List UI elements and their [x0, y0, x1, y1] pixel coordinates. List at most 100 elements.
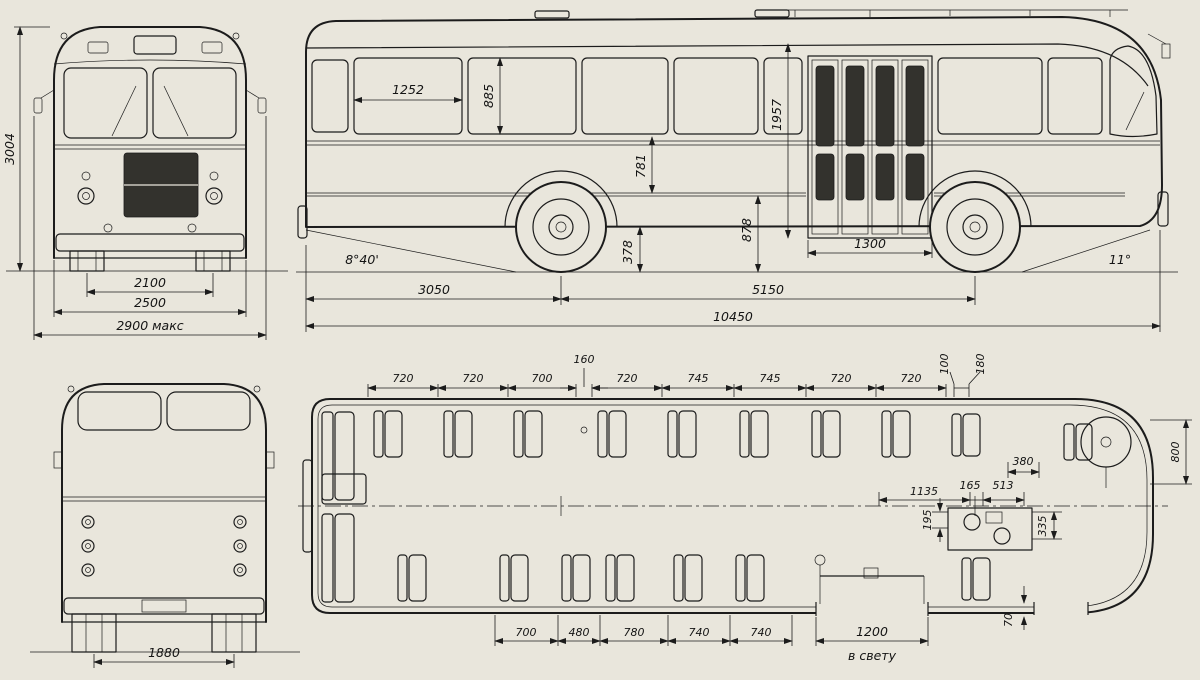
dim-door-height: 1957	[769, 99, 784, 131]
seat	[951, 413, 981, 457]
wiper-left	[111, 85, 137, 137]
dim-clearance: 378	[620, 240, 635, 264]
dim-pitch-9: 720	[901, 372, 922, 385]
side-marker-left	[53, 451, 63, 469]
dim-bpitch-5: 740	[751, 626, 772, 639]
rear-wheel-right	[211, 613, 257, 653]
side-wheel-rear	[918, 170, 1032, 273]
dim-pitch-7: 745	[760, 372, 781, 385]
seat	[597, 410, 627, 458]
driver-seat	[1063, 423, 1093, 461]
rear-body-outline	[61, 383, 267, 623]
front-ramp-angle-line	[1021, 229, 1151, 273]
dim-bpitch-2: 480	[569, 626, 590, 639]
door-mechanism	[814, 554, 925, 604]
dim-window-width: 1252	[392, 82, 424, 97]
rear-window-right	[166, 391, 251, 431]
side-windshield	[1109, 45, 1158, 138]
dim-wheelbase: 5150	[752, 282, 784, 297]
mirror-right	[257, 97, 267, 114]
dim-floor-height: 878	[739, 218, 754, 242]
seat	[373, 410, 403, 458]
dim-pitch-3: 700	[532, 372, 553, 385]
dim-pitch-4: 160	[574, 353, 595, 366]
dim-bpitch-1: 700	[516, 626, 537, 639]
front-view-dimensions: 3004 2100 2500 2900 макс	[2, 26, 267, 340]
dim-70: 70	[1002, 613, 1015, 627]
seat	[513, 410, 543, 458]
rear-bench	[321, 411, 367, 603]
headlight-left	[77, 187, 95, 205]
dim-335: 335	[1036, 516, 1049, 537]
headlight-right	[205, 187, 223, 205]
front-view: 3004 2100 2500 2900 макс	[2, 26, 288, 340]
dim-380: 380	[1013, 455, 1034, 468]
plan-body-outline	[311, 398, 1154, 614]
dim-195: 195	[921, 510, 934, 531]
dim-rear-track: 1880	[148, 645, 180, 660]
dim-rear-section: 3050	[418, 282, 450, 297]
heater-unit	[947, 507, 1033, 551]
plan-view-drawing	[298, 398, 1168, 616]
dim-800: 800	[1169, 442, 1182, 463]
seat-row-bottom	[397, 554, 991, 602]
dim-door-note: в свету	[848, 648, 897, 663]
dim-front-angle: 11°	[1109, 252, 1131, 267]
seat	[811, 410, 841, 458]
rear-wheel-left	[71, 613, 117, 653]
dim-1135: 1135	[910, 485, 938, 498]
rear-view: 1880	[30, 383, 300, 668]
wiper-right	[163, 85, 189, 137]
dim-pitch-6: 745	[688, 372, 709, 385]
side-wheel-front	[504, 170, 618, 273]
dim-pitch-8: 720	[831, 372, 852, 385]
dim-pitch-5: 720	[617, 372, 638, 385]
seat	[881, 410, 911, 458]
front-body-outline	[53, 26, 247, 259]
plan-view-dimensions: 720 720 700 160 720 745 745 720 720 100 …	[367, 353, 1192, 663]
windshield-left	[63, 67, 148, 139]
dim-window-height: 885	[481, 84, 496, 108]
dim-front-max-width: 2900 макс	[116, 318, 183, 333]
seat-row-top	[373, 410, 981, 458]
dim-100: 100	[938, 354, 951, 375]
seat	[673, 554, 703, 602]
seat	[667, 410, 697, 458]
seat	[499, 554, 529, 602]
rear-view-drawing	[30, 383, 300, 653]
seat	[739, 410, 769, 458]
dim-pitch-1: 720	[393, 372, 414, 385]
dim-front-body-width: 2500	[134, 295, 166, 310]
dim-bpitch-3: 780	[624, 626, 645, 639]
side-view: 1252 885 1957 781 878 378 1300 8°40' 11°…	[296, 9, 1178, 332]
dim-door-width: 1300	[854, 236, 886, 251]
front-wheel-left	[69, 250, 105, 272]
side-view-drawing	[296, 9, 1178, 273]
seat	[605, 554, 635, 602]
side-windows	[311, 45, 1158, 138]
seat	[397, 554, 427, 602]
tail-lights-right	[233, 515, 247, 577]
rear-bumper-end	[297, 205, 308, 239]
stanchion	[580, 426, 588, 434]
dim-door-opening: 1200	[856, 624, 888, 639]
seat	[443, 410, 473, 458]
license-plate	[141, 599, 187, 613]
rear-ramp-angle-line	[305, 229, 517, 273]
mirror-left	[33, 97, 43, 114]
front-view-drawing	[6, 26, 288, 272]
front-wheel-right	[195, 250, 231, 272]
dim-bpitch-4: 740	[689, 626, 710, 639]
dim-pitch-2: 720	[463, 372, 484, 385]
rear-bumper	[63, 597, 265, 615]
folding-door	[807, 55, 933, 239]
windshield-right	[152, 67, 237, 139]
rear-view-dimensions: 1880	[93, 645, 235, 668]
destination-sign	[133, 35, 177, 55]
dim-overall-length: 10450	[713, 309, 753, 324]
dim-rear-angle: 8°40'	[345, 252, 379, 267]
dim-165: 165	[960, 479, 981, 492]
